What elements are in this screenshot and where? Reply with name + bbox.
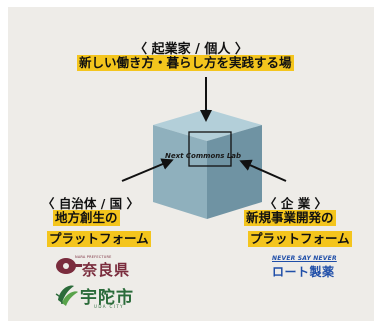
uda-city-caption: UDA CITY [94,304,125,309]
right-heading: 〈 企 業 〉 [264,196,328,211]
right-highlight-line1: 新規事業開発の [244,210,336,226]
uda-emblem-icon [55,285,78,306]
left-highlight-line2: プラットフォーム [47,231,151,247]
right-highlight-line2: プラットフォーム [248,231,352,247]
rohto-logo: ロート製薬 [272,265,335,279]
nara-prefecture-logo: 奈良県 [82,261,131,279]
cube-center-box [188,131,232,167]
left-highlight-line1: 地方創生の [53,210,120,226]
uda-city-logo: 宇陀市 [80,288,134,308]
top-heading: 〈 起業家 / 個人 〉 [134,42,248,57]
cube-left-face [153,125,207,219]
nara-emblem-icon [56,258,82,274]
cube-label: Next Commons Lab [165,152,242,160]
cube-right-face [207,125,262,219]
cube-icon [153,109,262,219]
arrow-from-left-icon [121,158,174,182]
left-heading: 〈 自治体 / 国 〉 [42,196,139,211]
top-highlight-text: 新しい働き方・暮らし方を実践する場 [77,55,294,71]
cube-top-face [153,109,262,141]
arrow-from-right-icon [239,159,287,182]
rohto-tagline: NEVER SAY NEVER [272,255,337,262]
nara-prefecture-caption: NARA PREFECTURE [75,255,112,259]
